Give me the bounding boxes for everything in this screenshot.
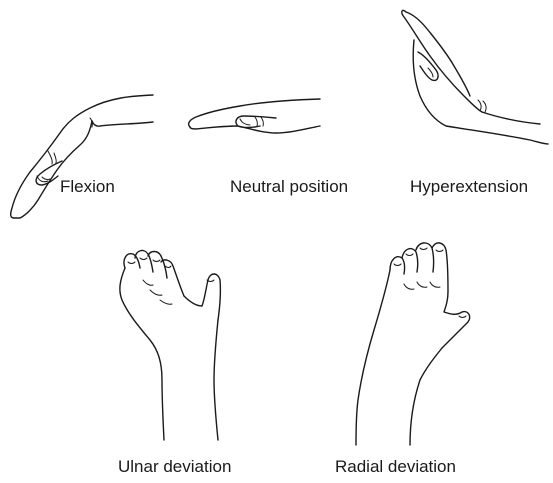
radial-deviation-label: Radial deviation (335, 457, 456, 477)
ulnar-deviation-label: Ulnar deviation (118, 457, 231, 477)
neutral-hand-drawing (189, 99, 320, 133)
flexion-label: Flexion (60, 177, 115, 197)
radial-hand-drawing (356, 243, 470, 445)
neutral-position-label: Neutral position (230, 177, 348, 197)
flexion-hand-drawing (11, 95, 153, 218)
hyperextension-label: Hyperextension (410, 177, 528, 197)
hyperextension-hand-drawing (402, 10, 548, 144)
ulnar-hand-drawing (120, 251, 221, 440)
